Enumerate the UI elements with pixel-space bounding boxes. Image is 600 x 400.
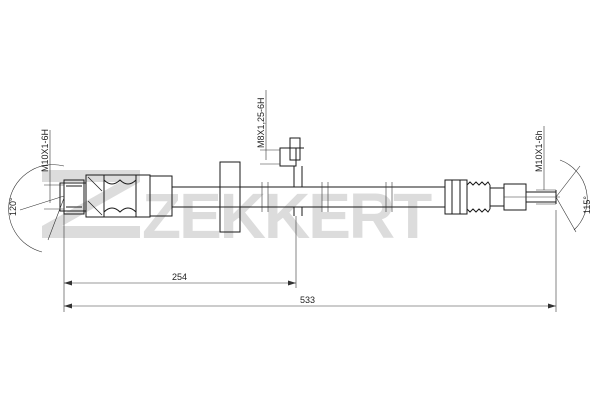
thread-label-right: M10X1-6h [534, 130, 544, 172]
dimension-label-254: 254 [172, 272, 187, 282]
extension-lines [63, 210, 557, 312]
left-fitting [59, 174, 173, 218]
mounting-bracket [219, 161, 241, 233]
angle-callout-left: 120° [8, 164, 65, 253]
thread-callout-left: M10X1-6H [40, 129, 64, 210]
banjo-union [279, 137, 304, 216]
angle-label-left: 120° [8, 197, 18, 216]
right-fitting [444, 179, 560, 215]
hose-tube [172, 182, 445, 212]
thread-callout-right: M10X1-6h [534, 126, 556, 205]
thread-callout-mid: M8X1,25-6H [256, 90, 280, 165]
zekkert-logo: ZEKKERT [42, 170, 434, 252]
dimension-254: 254 [64, 272, 296, 286]
dimension-label-533: 533 [300, 295, 315, 305]
thread-label-left: M10X1-6H [40, 129, 50, 172]
dimension-533: 533 [64, 295, 556, 309]
angle-callout-right: 115° [555, 159, 592, 233]
angle-label-right: 115° [582, 196, 592, 214]
logo-text: ZEKKERT [142, 180, 432, 252]
thread-label-mid: M8X1,25-6H [256, 97, 266, 148]
